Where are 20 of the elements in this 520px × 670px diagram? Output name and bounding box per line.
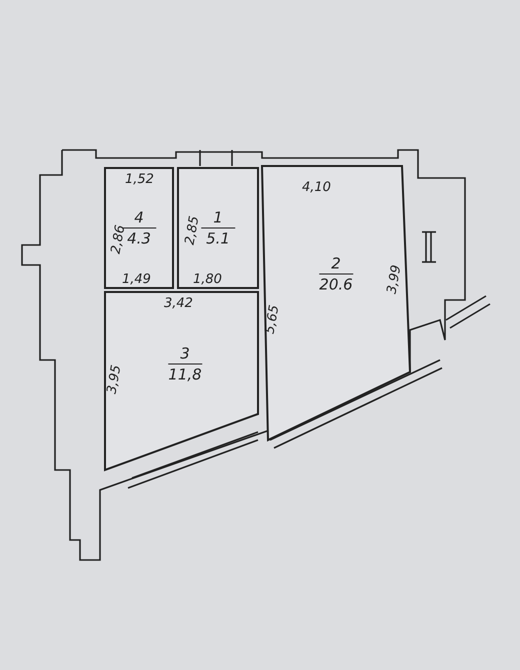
room-outline <box>178 168 258 288</box>
dimension-label: 2,85 <box>182 214 202 246</box>
room-number: 1 <box>201 208 235 228</box>
room-number: 2 <box>319 254 353 274</box>
room-area: 11,8 <box>168 366 202 384</box>
room-outline <box>262 166 410 442</box>
dimension-label: 1,80 <box>193 272 222 287</box>
room-outline <box>105 292 258 472</box>
dimension-label: 3,99 <box>384 264 404 296</box>
dimension-label: 1,49 <box>122 272 151 287</box>
room-number: 3 <box>168 344 202 364</box>
room-number: 4 <box>122 208 156 228</box>
dimension-label: 4,10 <box>302 180 331 195</box>
room-area: 4.3 <box>127 230 151 248</box>
dimension-label: 1,52 <box>125 172 154 187</box>
room-area: 20.6 <box>319 276 353 294</box>
dimension-label: 3,42 <box>164 296 193 311</box>
room-area: 5.1 <box>206 230 230 248</box>
room-outline <box>105 168 173 288</box>
dimension-label: 3,95 <box>104 364 124 396</box>
